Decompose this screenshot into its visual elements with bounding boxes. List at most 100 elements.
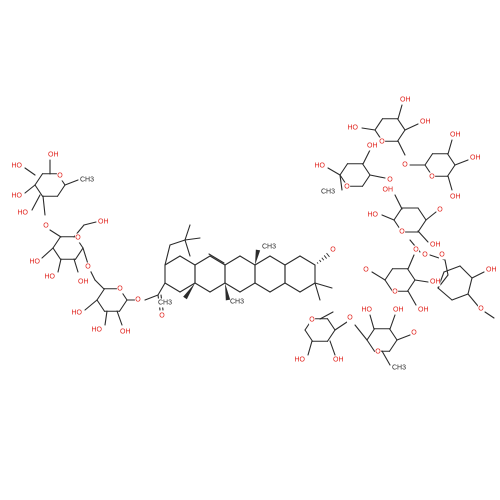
rhamnose-ring-left (34, 184, 44, 197)
hydroxyl-label: OH (120, 329, 131, 336)
ring-oxygen-label: O (439, 252, 445, 259)
label-background (42, 221, 50, 231)
glucose-ring-middle (52, 236, 62, 249)
ring-oxygen-label: O (57, 173, 63, 180)
aglycone-ring-5 (299, 255, 316, 266)
hydroxyl-label: HO (18, 210, 29, 217)
rhamnose-ring-left (34, 173, 44, 186)
hydroxyl-label: OH (383, 187, 394, 194)
hydroxyl-label: OH (400, 97, 411, 104)
glucose-ring-middle (74, 247, 84, 260)
gem-dimethyl (184, 237, 201, 241)
rhamnose-ring-crown (339, 163, 349, 176)
hydroxyl-label: OH (450, 132, 461, 139)
label-background (48, 150, 59, 160)
aglycone-ring-3 (239, 255, 256, 266)
glycosidic-bond (397, 140, 406, 156)
hydroxyl-label: HO (45, 274, 56, 281)
methoxy-bond (467, 293, 479, 307)
ch2o-bond (89, 269, 96, 281)
label-background (386, 175, 394, 185)
aglycone-ring-2 (209, 282, 226, 293)
label-background (294, 355, 305, 365)
ring-oxygen-label: O (392, 289, 398, 296)
rhamnose-ring-right (366, 339, 376, 352)
oh-bond (454, 159, 469, 166)
oh-bond (447, 139, 453, 155)
aglycone-ring-2 (209, 255, 226, 266)
label-background (430, 240, 441, 250)
label-background (230, 297, 245, 307)
hydroxyl-label: HO (348, 125, 359, 132)
label-background (362, 265, 370, 275)
label-background (329, 245, 337, 255)
glycosidic-bond (371, 271, 386, 281)
oh-bond (41, 247, 54, 259)
glycosidic-bond (42, 195, 46, 216)
ring-oxygen-label: O (85, 264, 91, 271)
ring-oxygen-label: O (363, 267, 369, 274)
hydroxyl-label: HO (295, 357, 306, 364)
alkene-bond (444, 259, 449, 276)
xylose-ring (384, 279, 394, 292)
hydroxyl-label: OH (98, 219, 109, 226)
label-background (314, 161, 325, 171)
label-background (17, 208, 28, 218)
bond-layer (24, 104, 495, 366)
label-background (367, 141, 378, 151)
label-background (400, 95, 411, 105)
label-background (11, 191, 22, 201)
label-background (470, 153, 481, 163)
label-background (91, 325, 102, 335)
glucose-ring-middle (52, 247, 62, 260)
ring-oxygen-label: O (422, 252, 428, 259)
ring-a-bond (169, 239, 186, 246)
glycosidic-bond (354, 324, 368, 341)
phenyl-ring (467, 277, 473, 295)
hydroxyl-label: HO (92, 327, 103, 334)
oh-bond (31, 194, 41, 211)
oh-bond (104, 310, 108, 326)
aglycone-ring-4 (254, 282, 271, 293)
ring-oxygen-label: O (429, 174, 435, 181)
ring-oxygen-label: O (347, 315, 353, 322)
oh-bond (394, 194, 403, 210)
label-background (308, 315, 316, 325)
label-background (44, 272, 55, 282)
link (319, 311, 334, 320)
arabinose-ring (326, 318, 336, 331)
aglycone-ring-5 (284, 282, 301, 293)
aglycone-ring-2 (194, 255, 211, 266)
label-background (80, 175, 95, 185)
glucose-ring-ester (96, 288, 106, 301)
hydroxyl-label: OH (393, 307, 404, 314)
angular-methyl (225, 283, 231, 301)
ch2oh-bond (361, 127, 376, 131)
ring-oxygen-label: O (135, 297, 141, 304)
oh-bond (73, 258, 79, 273)
glucose-ring-crown (396, 129, 406, 142)
label-background (374, 347, 382, 357)
glucose-ring-top (424, 153, 434, 166)
label-background (393, 305, 404, 315)
oh-bond (404, 123, 419, 131)
label-background (78, 277, 89, 287)
glucose-ring-crown (396, 118, 406, 131)
label-background (116, 284, 124, 294)
label-background (486, 265, 497, 275)
ring-oxygen-label: O (117, 286, 123, 293)
glucose-ring-top (446, 153, 456, 166)
ch2oh-bond (381, 214, 395, 221)
hydroxyl-label: HO (12, 163, 23, 170)
oh-bond (397, 104, 403, 120)
oh-bond (471, 271, 485, 279)
ring-oxygen-label: O (437, 207, 443, 214)
aglycone-ring-4 (269, 255, 286, 266)
ring-oxygen-label: O (411, 330, 417, 337)
label-background (412, 245, 420, 255)
ring-a-bond (184, 239, 191, 257)
phenyl-ring (459, 265, 473, 279)
oh-bond (116, 310, 123, 326)
hydroxyl-label: OH (430, 242, 441, 249)
